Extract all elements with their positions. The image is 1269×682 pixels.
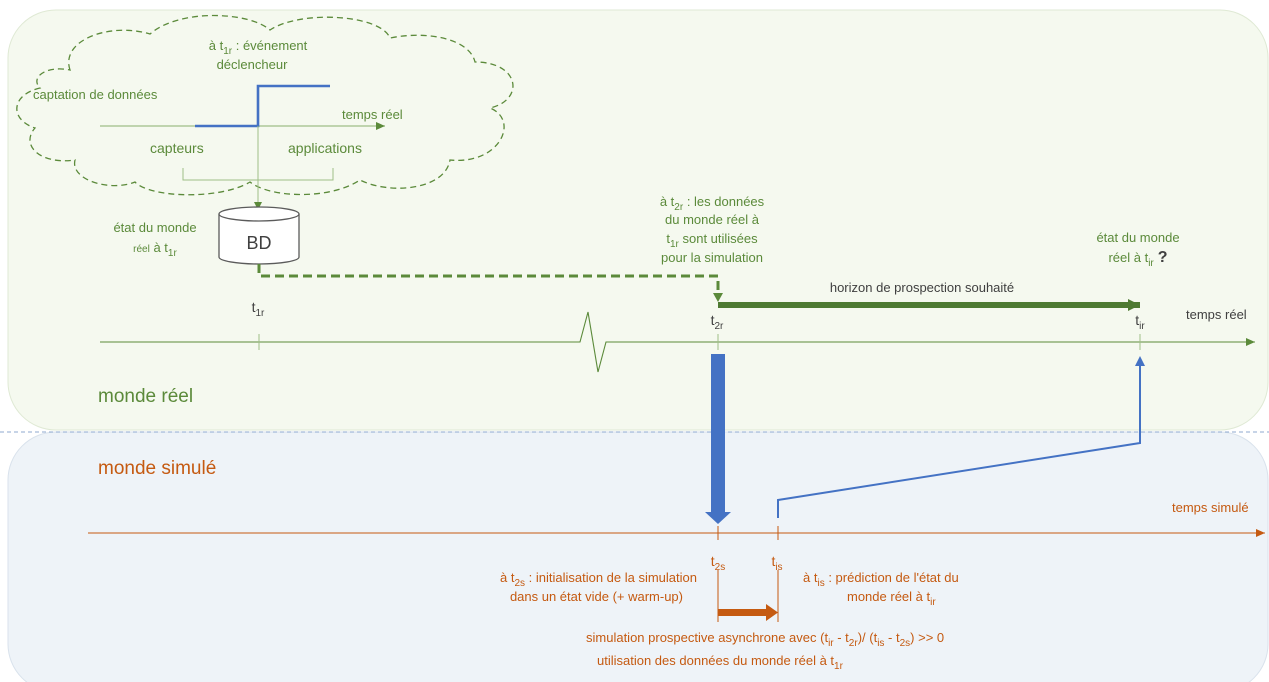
database-icon	[218, 206, 300, 265]
state-ti-line1: état du monde	[1096, 230, 1179, 245]
data-capture-label: captation de données	[33, 87, 158, 102]
t2-note-line4: pour la simulation	[661, 250, 763, 265]
state-ti-line2: réel à tir?	[1108, 249, 1167, 269]
t2-note-line2: du monde réel à	[665, 212, 760, 227]
real-world-title: monde réel	[98, 386, 193, 407]
trigger-event-label: à t1r : événement	[209, 38, 308, 57]
data-transfer-dashed-line	[257, 264, 720, 296]
database-label: BD	[246, 233, 271, 253]
async-note-line2: utilisation des données du monde réel à …	[597, 653, 844, 672]
tis-label: tis	[771, 553, 782, 573]
prediction-note-line2: monde réel à tir	[847, 589, 936, 608]
simulation-duration-arrow-body	[718, 609, 768, 616]
t2-note-line1: à t2r : les données	[660, 194, 765, 213]
init-transfer-arrow-body	[711, 354, 725, 514]
simulated-time-axis-label: temps simulé	[1172, 500, 1249, 515]
prediction-return-line	[777, 362, 1141, 518]
data-transfer-arrow-head	[713, 293, 723, 302]
t2-note-line3: t1r sont utilisées	[666, 231, 758, 250]
horizon-label: horizon de prospection souhaité	[830, 280, 1014, 295]
t2s-label: t2s	[711, 553, 725, 573]
t1r-label: t1r	[252, 299, 265, 319]
applications-label: applications	[288, 140, 362, 156]
data-capture-cloud	[16, 14, 514, 196]
state-t1-line1: état du monde	[113, 220, 196, 235]
prediction-note-line1: à tis : prédiction de l'état du	[803, 570, 959, 589]
async-note-line1: simulation prospective asynchrone avec (…	[586, 630, 944, 649]
init-transfer-arrow-head	[705, 512, 731, 524]
prediction-return-arrow-head	[1135, 356, 1145, 366]
cloud-real-time-label: temps réel	[342, 107, 403, 122]
real-world-region	[7, 9, 1269, 431]
trigger-event-label-line2: déclencheur	[217, 57, 288, 72]
state-t1-line2: réel à t1r	[133, 240, 177, 259]
simulated-world-title: monde simulé	[98, 458, 216, 479]
t2r-label: t2r	[711, 312, 724, 332]
real-time-axis	[100, 311, 1255, 373]
sensors-label: capteurs	[150, 140, 204, 156]
init-note-line1: à t2s : initialisation de la simulation	[500, 570, 697, 589]
real-time-axis-label: temps réel	[1186, 307, 1247, 322]
db-arrow-head	[254, 202, 262, 210]
init-note-line2: dans un état vide (+ warm-up)	[510, 589, 683, 604]
trigger-step-signal	[195, 84, 330, 128]
simulation-duration-arrow-head	[766, 604, 778, 621]
tir-label: tir	[1135, 312, 1145, 332]
sensors-apps-bracket	[182, 168, 334, 181]
